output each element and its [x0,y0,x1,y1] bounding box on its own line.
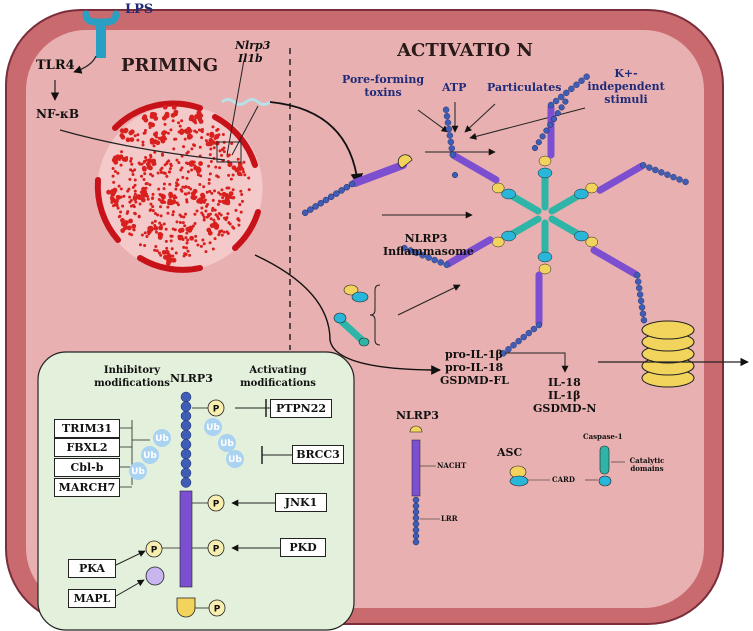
cbl-b-box: Cbl-b [54,458,120,477]
tlr4-receptor [73,10,120,74]
atp-label: ATP [442,81,467,94]
pore-forming-toxins-label: Pore-forming toxins [341,73,425,99]
ubiquitin-icon [218,434,236,452]
translation-arrow [269,101,364,187]
il1b-label: IL-1β [548,389,581,402]
priming-heading: PRIMING [121,55,219,76]
card-label: CARD [552,475,575,484]
stimulus-arrows [382,102,586,316]
trim31-box: TRIM31 [54,419,120,438]
phosphate-label: P [213,500,220,510]
activation-heading: ACTIVATIO N [397,40,533,61]
pkd-box: PKD [280,538,326,557]
ubiquitin-icon [153,429,171,447]
phosphate-label: P [151,546,158,556]
nlrp3-monomer [301,154,413,217]
phosphate-label: P [213,405,220,415]
ubiquitin-icon [204,418,222,436]
nfkb-to-gene-line [59,129,226,161]
ubiquitin-label: Ub [143,451,157,461]
phosphate-label: P [213,545,220,555]
chromatin-dots [106,104,251,266]
nucleus [94,100,263,273]
il1b-gene-label: Il1b [238,52,263,65]
nlrp3-inflammasome-complex [401,73,689,357]
ubiquitin-label: Ub [131,467,145,477]
jnk1-box: JNK1 [275,493,327,512]
catalytic-domains-label: Catalytic domains [629,456,665,473]
lps-label: LPS [125,2,154,17]
brcc3-box: BRCC3 [292,445,344,464]
ubiquitin-icon [226,450,244,468]
ubiquitin-icon [129,462,147,480]
processing-arrow [505,352,569,373]
gene-pointer-b [231,105,259,156]
caspase1-label: Caspase-1 [583,432,623,441]
particulates-label: Particulates [487,81,562,94]
nfkb-label: NF-κB [36,107,80,121]
activating-modifications-heading: Activating modifications [240,365,316,389]
asc-legend [509,445,625,487]
gasdermin-pore [641,320,695,388]
tlr4-label: TLR4 [36,58,75,73]
panel-pyd-domain [176,597,196,618]
nlrp3-domain-legend [409,425,440,546]
fbxl2-box: FBXL2 [54,438,120,457]
gsdmd-n-label: GSDMD-N [533,402,597,415]
nacht-label: NACHT [437,461,467,470]
lrr-label: LRR [441,514,458,523]
panel-nacht-domain [179,490,193,588]
ubiquitin-label: Ub [228,455,242,465]
ubiquitin-icon [141,446,159,464]
k-independent-stimuli-label: K+- independent stimuli [587,67,665,106]
legend-nlrp3-label: NLRP3 [396,409,439,422]
phosphate-icon [207,494,225,512]
ubiquitin-label: Ub [206,423,220,433]
mapl-box: MAPL [68,589,116,608]
phosphate-icon [208,599,226,617]
asc-label: ASC [497,446,523,459]
gsdmd-fl-label: GSDMD-FL [440,374,509,387]
pka-box: PKA [68,559,116,578]
ubiquitin-label: Ub [155,434,169,444]
panel-nlrp3-label: NLRP3 [170,372,213,385]
phosphate-icon [207,399,225,417]
asc-caspase-recruitment [333,284,381,347]
phosphate-icon [145,540,163,558]
il18-label: IL-18 [548,376,581,389]
nlrp3-inflammasome-label: NLRP3 Inflammasome [383,232,474,258]
ubiquitin-label: Ub [220,439,234,449]
mapl-modification [145,566,165,586]
phosphate-icon [207,539,225,557]
ptpn22-box: PTPN22 [270,399,332,418]
nlrp3-gene-label: Nlrp3 [235,39,271,52]
pro-il1b-label: pro-IL-1β [445,348,503,361]
pro-il18-label: pro-IL-18 [445,361,504,374]
mrna-squiggle [221,98,271,106]
gene-pointer-a [226,59,245,156]
march7-box: MARCH7 [54,478,120,497]
priming-to-cytokine-arrow [254,254,441,375]
phosphate-label: P [214,605,221,615]
inhibitory-modifications-heading: Inhibitory modifications [94,365,170,389]
